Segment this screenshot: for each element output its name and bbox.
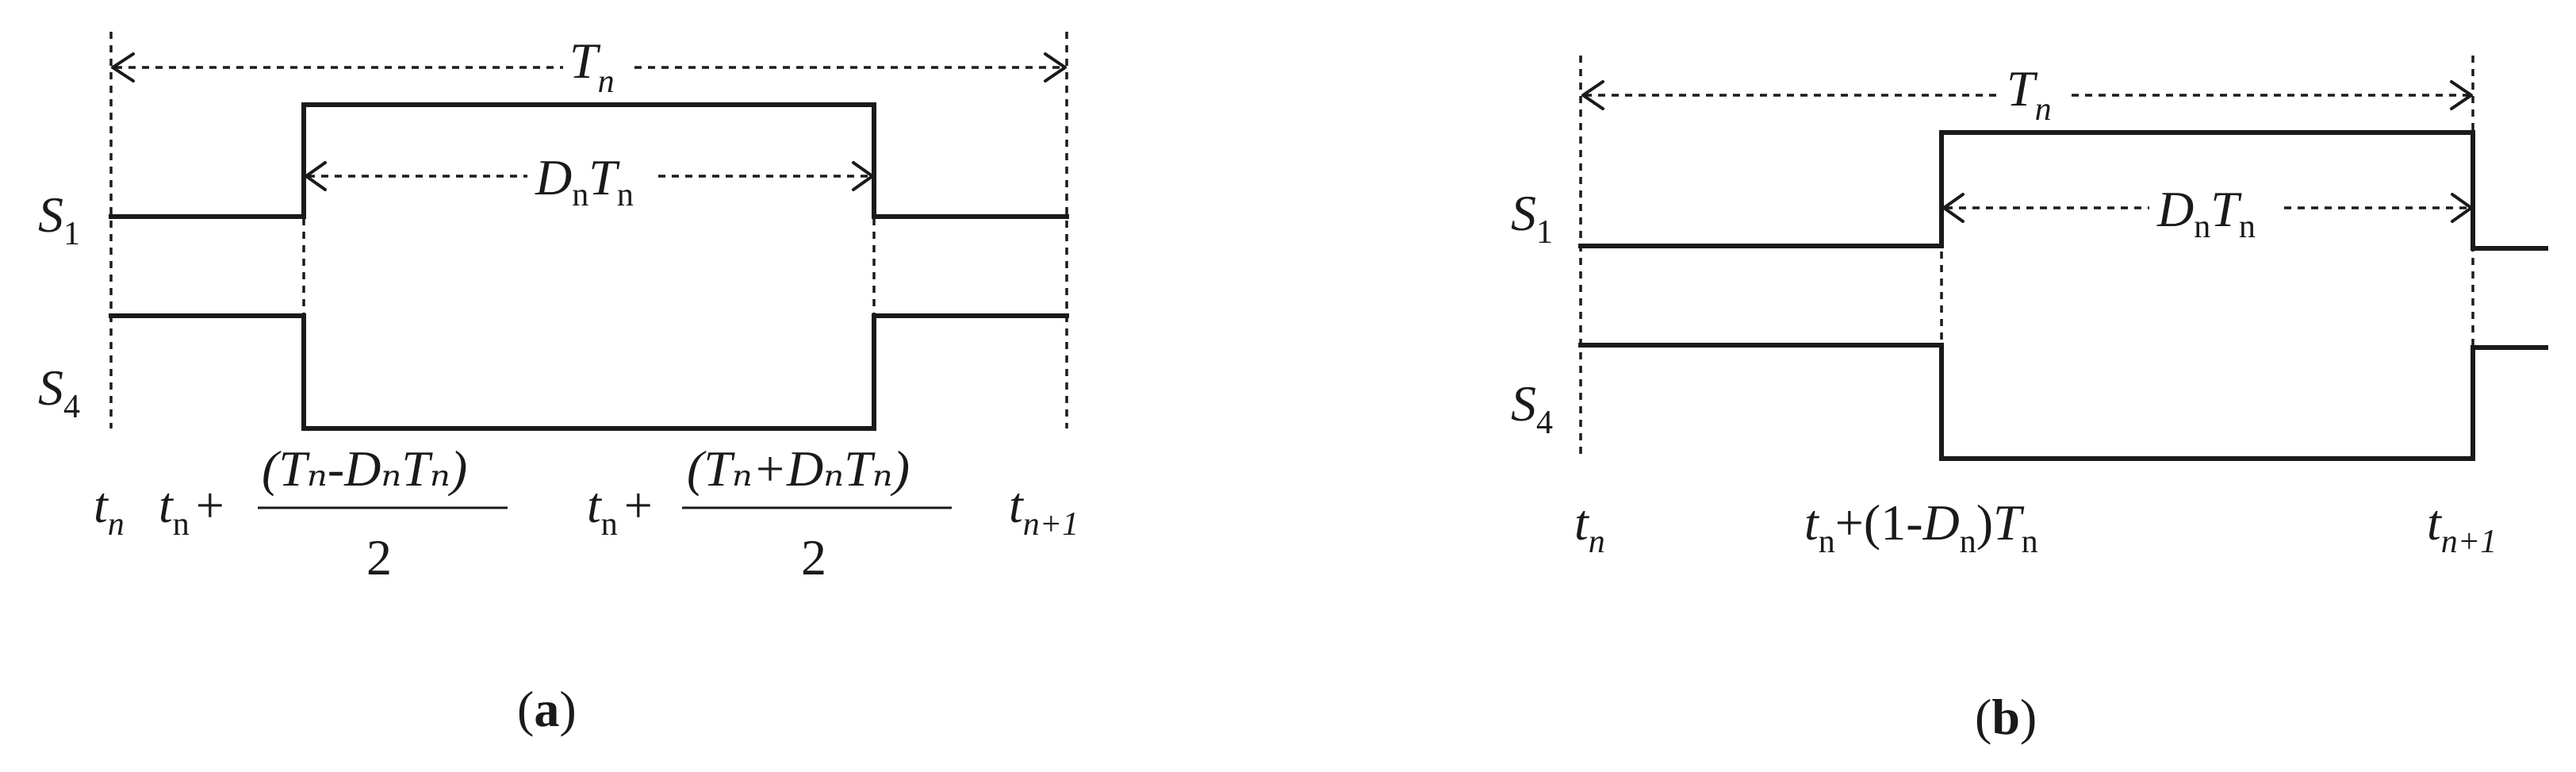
period-arrow-left-head: [111, 52, 135, 83]
fall-denominator: 2: [801, 529, 826, 586]
s4-waveform-b: [1578, 343, 2548, 461]
rise-denominator: 2: [366, 529, 392, 586]
pulse-label: DnTn: [535, 149, 634, 213]
tn-label: tn: [94, 477, 125, 543]
s4-label: S4: [38, 359, 80, 425]
svg-text:tn+: tn+: [587, 477, 653, 543]
caption-b: (b): [1975, 689, 2037, 745]
rise-time-expression: tn+ (Tₙ-DₙTₙ) 2: [159, 440, 508, 586]
caption-a: (a): [517, 681, 577, 737]
fall-numerator: (Tₙ+DₙTₙ): [687, 440, 910, 497]
rise-numerator: (Tₙ-DₙTₙ): [262, 440, 467, 497]
tn1-label: tn+1: [1009, 477, 1079, 543]
fall-time-expression: tn+ (Tₙ+DₙTₙ) 2: [587, 440, 952, 586]
panel-b: Tn DnTn S1 S4 tn tn+(1-Dn)Tn tn+1 (b): [1511, 56, 2548, 745]
panel-a: Tn DnTn S1 S4 tn tn+ (Tₙ-DₙTₙ) 2 tn+ (Tₙ…: [38, 32, 1079, 737]
period-label-b: Tn: [2007, 60, 2052, 128]
mid-time-expression: tn+(1-Dn)Tn: [1804, 494, 2038, 560]
s4-waveform: [109, 313, 1069, 431]
s4-label-b: S4: [1511, 375, 1553, 441]
period-label: Tn: [569, 33, 615, 100]
pulse-label-b: DnTn: [2156, 181, 2256, 245]
svg-text:tn+: tn+: [159, 477, 224, 543]
s1-label: S1: [38, 186, 80, 252]
period-arrow-right-head-b: [2450, 80, 2473, 110]
tn1-label-b: tn+1: [2427, 494, 2497, 560]
period-arrow-left-head-b: [1581, 80, 1604, 110]
period-arrow-right-head: [1044, 52, 1067, 83]
s1-waveform: [109, 102, 1069, 219]
s1-label-b: S1: [1511, 185, 1553, 251]
tn-label-b: tn: [1574, 494, 1605, 560]
s1-waveform-b: [1578, 130, 2548, 251]
